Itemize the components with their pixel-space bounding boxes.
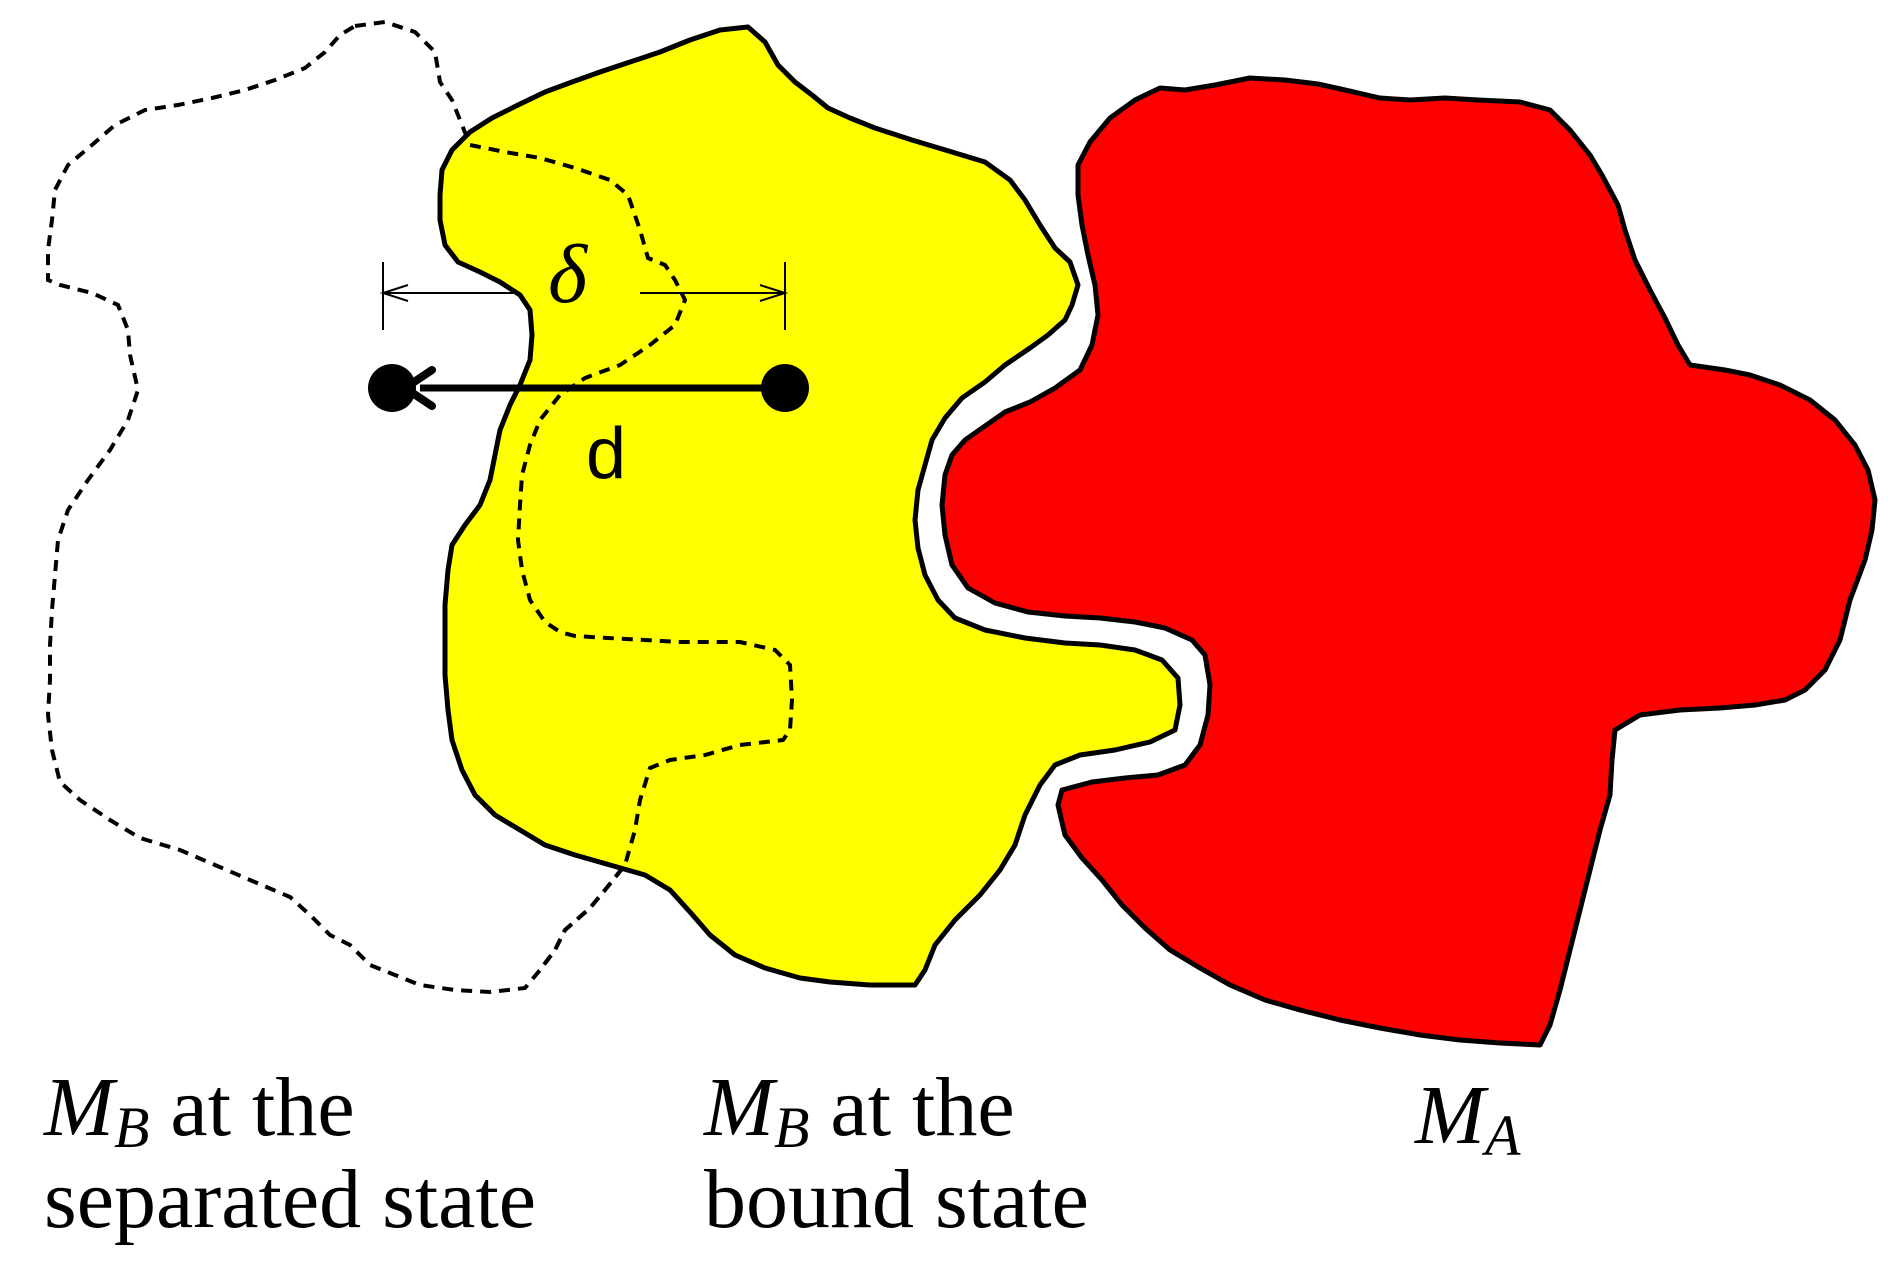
caption-molecule-a: MA bbox=[1415, 1069, 1520, 1165]
caption-separated-symbol: M bbox=[44, 1061, 114, 1154]
caption-bound-line2: bound state bbox=[704, 1153, 1089, 1246]
caption-molecule-a-subscript: A bbox=[1484, 1103, 1521, 1168]
center-point-bound bbox=[761, 364, 809, 412]
molecule-b-bound-shape bbox=[437, 24, 1183, 988]
caption-separated-line1: MB at the bbox=[44, 1061, 536, 1157]
delta-arrowhead-right bbox=[759, 284, 789, 302]
caption-molecule-a-symbol: M bbox=[1415, 1069, 1485, 1162]
delta-label: δ bbox=[548, 228, 589, 321]
center-point-separated bbox=[368, 364, 416, 412]
d-label: d bbox=[586, 414, 626, 494]
caption-bound-symbol: M bbox=[704, 1061, 774, 1154]
caption-bound-subscript: B bbox=[773, 1095, 810, 1160]
caption-bound-line1: MB at the bbox=[704, 1061, 1089, 1157]
caption-separated-line2: separated state bbox=[44, 1153, 537, 1246]
molecule-a-shape bbox=[939, 75, 1878, 1048]
caption-separated-subscript: B bbox=[113, 1095, 150, 1160]
delta-arrowhead-left bbox=[379, 284, 409, 302]
caption-molecule-a-line1: MA bbox=[1415, 1069, 1520, 1165]
caption-separated-state: MB at the separated state bbox=[44, 1062, 536, 1246]
caption-bound-rest: at the bbox=[809, 1061, 1015, 1154]
caption-separated-rest: at the bbox=[149, 1061, 355, 1154]
molecule-b-separated-overlap-outline bbox=[469, 143, 795, 972]
caption-bound-state: MB at the bound state bbox=[704, 1062, 1089, 1246]
